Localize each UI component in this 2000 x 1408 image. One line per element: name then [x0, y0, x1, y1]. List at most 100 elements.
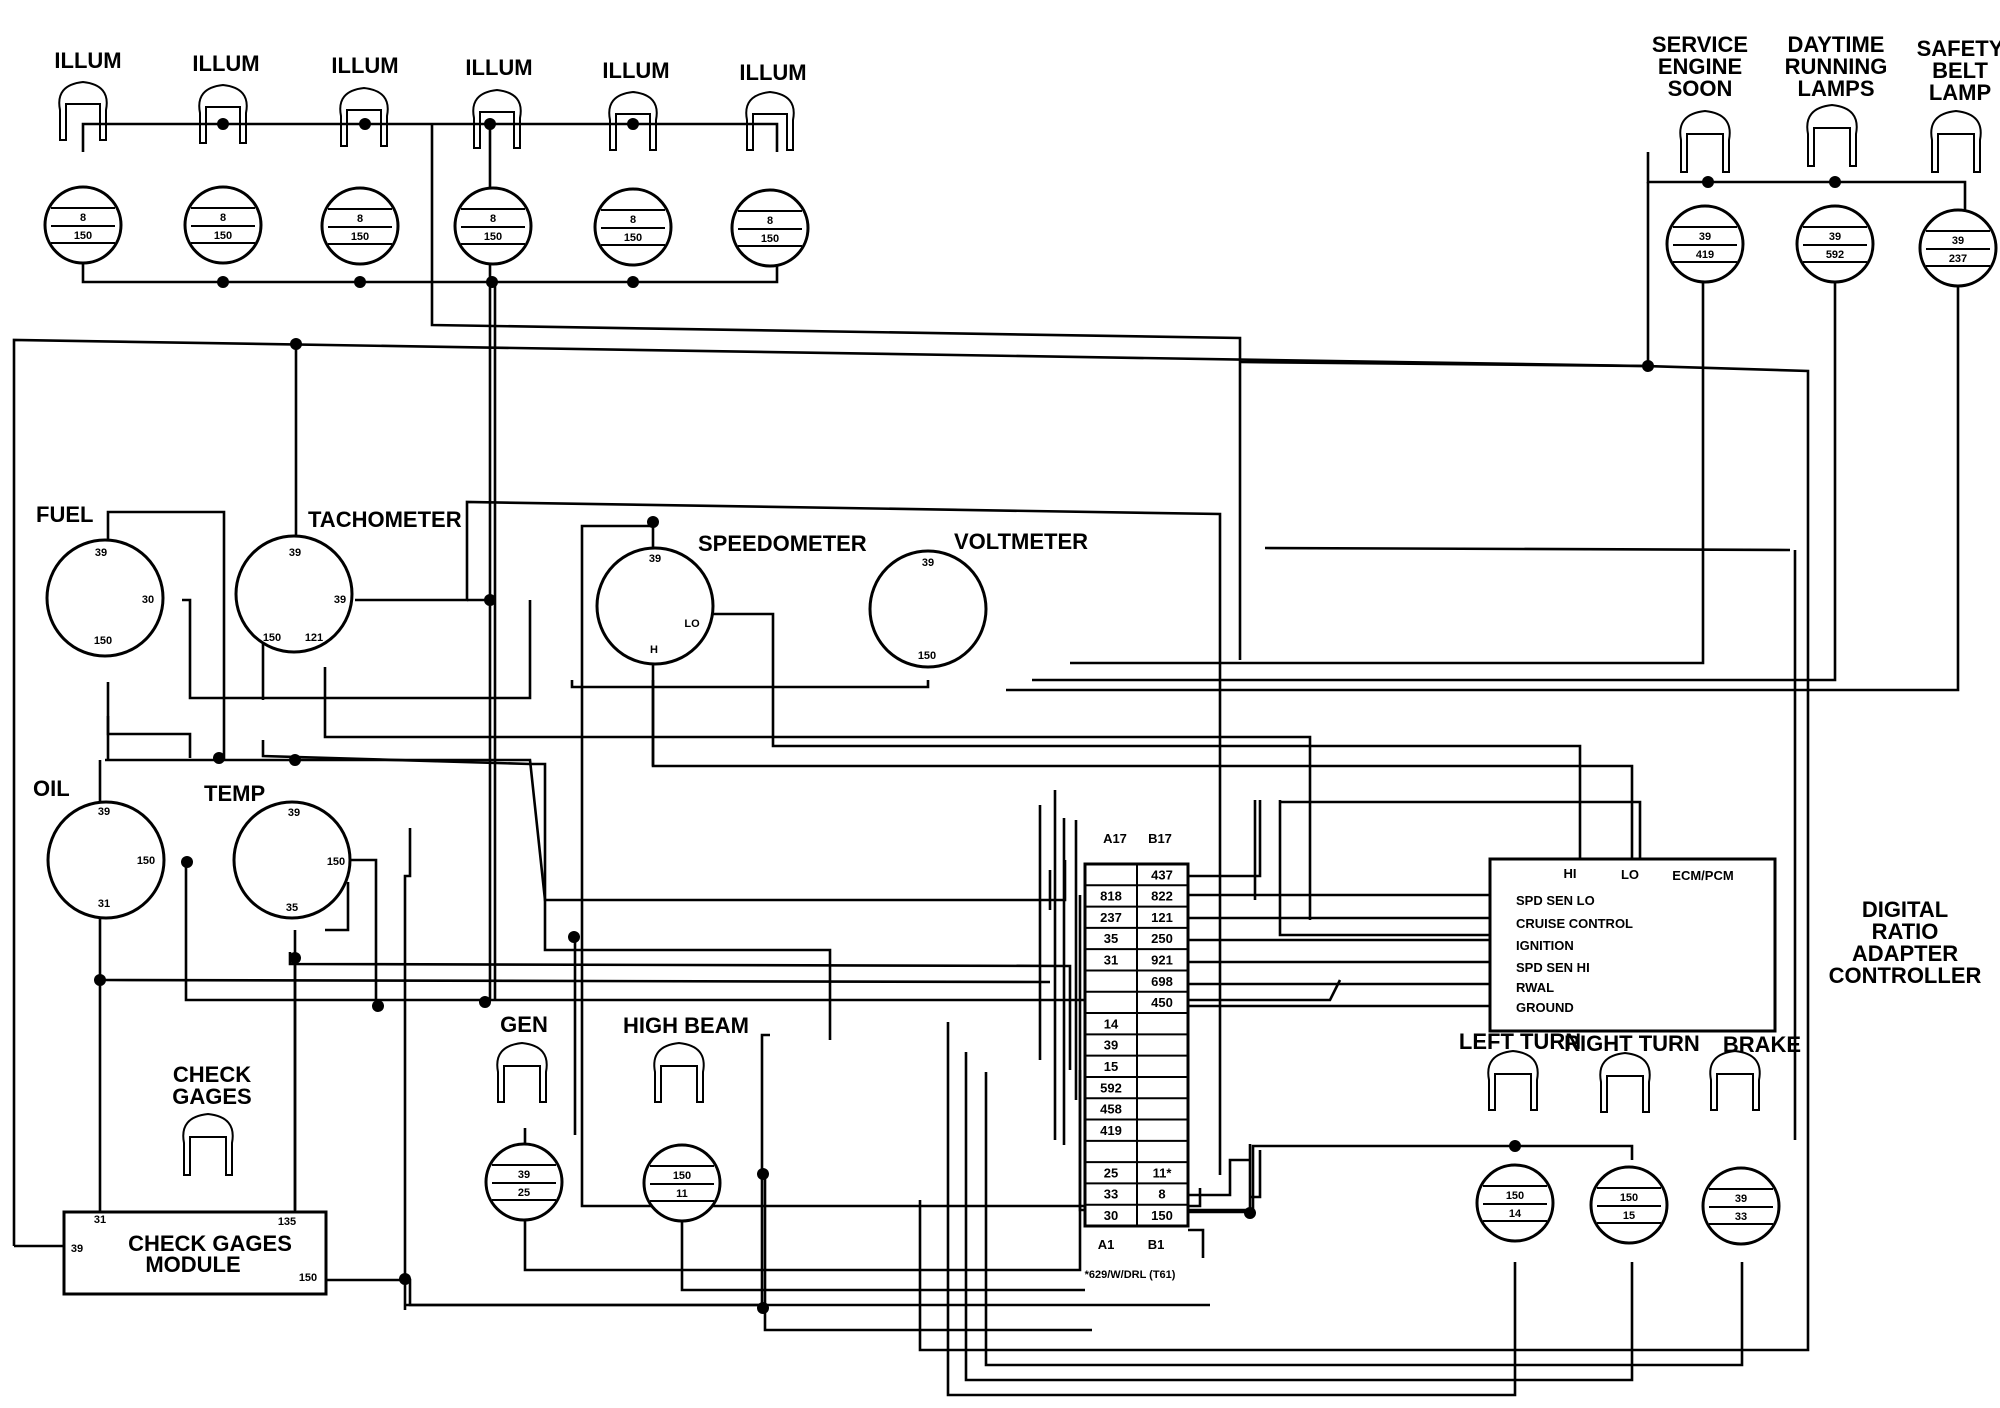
pin-label: 150 [137, 855, 155, 867]
pin-top: 8 [80, 212, 86, 224]
lamp-label-line: ENGINE [1658, 54, 1742, 79]
pin-label: 39 [71, 1243, 83, 1255]
right-turn-lamp: RIGHT TURN 150 15 [1564, 1031, 1700, 1245]
bulb-icon [1599, 1051, 1651, 1113]
connector-note: *629/W/DRL (T61) [1085, 1269, 1176, 1281]
pin-label: 31 [94, 1214, 106, 1226]
controller-row-label: IGNITION [1516, 938, 1574, 953]
safety-belt-lamp: SAFETY BELT LAMP 39 237 [1917, 36, 2000, 288]
speedometer-gauge: SPEEDOMETER 39 LO H [595, 531, 867, 666]
voltmeter-gauge: VOLTMETER 39 150 [868, 529, 1088, 669]
connector-pin-b: 437 [1151, 867, 1173, 882]
lamp-label-line: GAGES [172, 1084, 251, 1109]
pin-top: 150 [1620, 1192, 1638, 1204]
illum-label: ILLUM [602, 58, 669, 83]
controller-row-label: CRUISE CONTROL [1516, 916, 1633, 931]
top-right-lamps: SERVICE ENGINE SOON 39 419 DAYTIME RUNNI… [1652, 32, 2000, 288]
pin-bottom: 33 [1735, 1211, 1747, 1223]
pin-label: 39 [649, 553, 661, 565]
illum-lamp: ILLUM 8 150 [453, 55, 533, 266]
bulb-icon [58, 80, 108, 141]
lamp-label: HIGH BEAM [623, 1013, 749, 1038]
controller-row-label: RWAL [1516, 980, 1554, 995]
lamp-label-line: SAFETY [1917, 36, 2000, 61]
pin-label: 39 [289, 547, 301, 559]
pin-label: 135 [278, 1216, 296, 1228]
pin-label: 150 [918, 650, 936, 662]
pin-top: 39 [1735, 1193, 1747, 1205]
check-gages-lamp: CHECK GAGES [172, 1062, 252, 1176]
lamp-label: RIGHT TURN [1564, 1031, 1700, 1056]
pin-bottom: 150 [74, 230, 92, 242]
bulb-icon [1487, 1049, 1539, 1111]
illum-lamp: ILLUM 8 150 [593, 58, 673, 267]
gauge-label: SPEEDOMETER [698, 531, 867, 556]
pin-label: 30 [142, 594, 154, 606]
pin-label: 35 [286, 902, 298, 914]
connector-pin-a: 39 [1104, 1038, 1118, 1053]
pin-top: 150 [673, 1170, 691, 1182]
connector-pin-b: 450 [1151, 995, 1173, 1010]
lamp-label-line: CHECK [173, 1062, 251, 1087]
gauge-label: FUEL [36, 502, 93, 527]
illum-label: ILLUM [739, 60, 806, 85]
gauge-label: TEMP [204, 781, 265, 806]
connector-pin-b: 121 [1151, 910, 1173, 925]
pin-bottom: 150 [214, 230, 232, 242]
pin-bottom: 11 [676, 1188, 688, 1200]
illum-lamp: ILLUM 8 150 [320, 53, 400, 266]
bulb-icon [339, 86, 389, 147]
illum-lamp-group: ILLUM 8 150 ILLUM 8 150 ILLUM [43, 48, 810, 268]
pin-label: 150 [327, 856, 345, 868]
connector-pin-a: 818 [1100, 889, 1122, 904]
oil-gauge: OIL 39 150 31 [33, 776, 166, 920]
controller-label-line: DIGITAL [1862, 897, 1948, 922]
fuel-gauge: FUEL 39 30 150 [36, 502, 165, 658]
connector-pin-a: 25 [1104, 1165, 1118, 1180]
pin-label: 121 [305, 632, 323, 644]
pin-top: 8 [490, 213, 496, 225]
tachometer-gauge: TACHOMETER 39 39 150 121 [234, 507, 462, 654]
illum-lamp: ILLUM 8 150 [730, 60, 810, 268]
bulb-icon [1709, 1049, 1761, 1111]
lamp-label-line: LAMP [1929, 80, 1991, 105]
controller-top-label: LO [1621, 867, 1639, 882]
pin-bottom: 419 [1696, 249, 1714, 261]
wires [12, 122, 1967, 1397]
controller-top-label: HI [1564, 866, 1577, 881]
check-gages-module: CHECK GAGES MODULE 31 135 39 150 [62, 1210, 328, 1296]
pin-bottom: 150 [484, 231, 502, 243]
pin-top: 39 [1829, 231, 1841, 243]
pin-label: H [650, 644, 658, 656]
illum-label: ILLUM [331, 53, 398, 78]
pin-bottom: 237 [1949, 253, 1967, 265]
connector-pin-b: 8 [1158, 1187, 1165, 1202]
bulb-icon [198, 83, 248, 144]
controller-row-label: SPD SEN HI [1516, 960, 1590, 975]
controller-row-label: SPD SEN LO [1516, 893, 1595, 908]
pin-top: 39 [1699, 231, 1711, 243]
connector-pin-a: 33 [1104, 1187, 1118, 1202]
pin-label: 150 [263, 632, 281, 644]
pin-label: 150 [299, 1272, 317, 1284]
connector-pin-b: 150 [1151, 1208, 1173, 1223]
pin-label: 39 [95, 547, 107, 559]
lamp-label: BRAKE [1723, 1032, 1801, 1057]
lamp-label-line: BELT [1932, 58, 1988, 83]
pin-top: 39 [518, 1169, 530, 1181]
connector-pin-a: 237 [1100, 910, 1122, 925]
pin-label: 31 [98, 898, 110, 910]
connector-col-b-footer: B1 [1148, 1237, 1165, 1252]
connector-pin-a: 35 [1104, 931, 1118, 946]
pin-label: 39 [98, 806, 110, 818]
pin-label: 39 [288, 807, 300, 819]
bulb-icon [472, 88, 522, 149]
connector-col-a-footer: A1 [1098, 1237, 1115, 1252]
connector-pin-b: 698 [1151, 974, 1173, 989]
connector-pin-b: 250 [1151, 931, 1173, 946]
bulb-icon [608, 90, 658, 151]
pin-top: 39 [1952, 235, 1964, 247]
connector-col-b-header: B17 [1148, 831, 1172, 846]
gauge-label: VOLTMETER [954, 529, 1088, 554]
